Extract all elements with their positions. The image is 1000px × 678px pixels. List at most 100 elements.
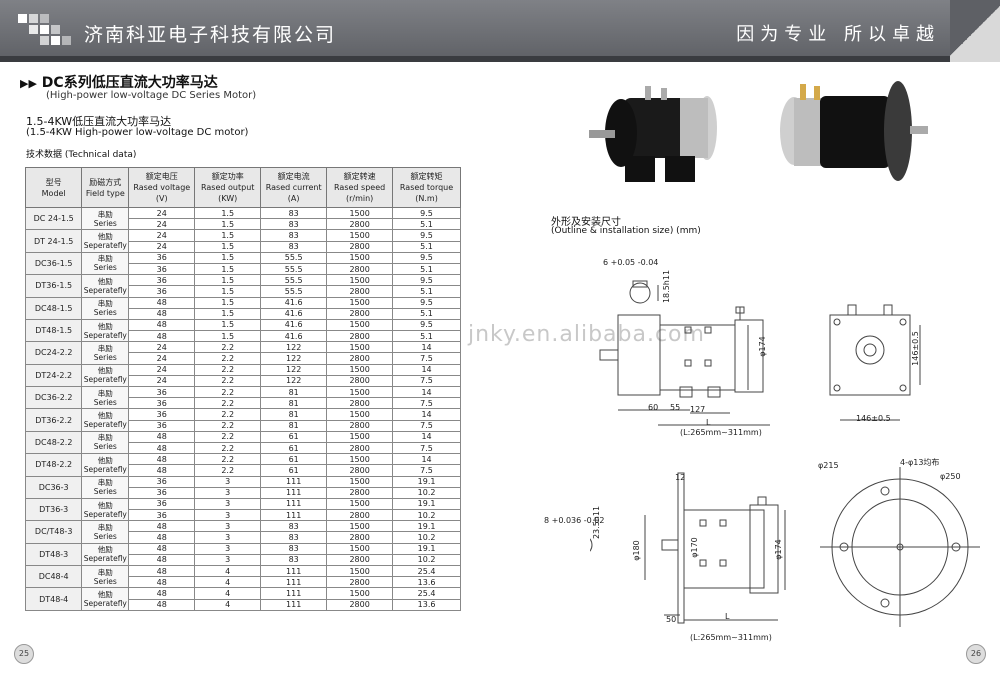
data-cell: 1500	[326, 497, 394, 511]
field-type-cn: 他励	[97, 500, 113, 510]
data-cell: 14	[392, 430, 461, 443]
data-cell: 36	[128, 397, 196, 410]
data-cell: 48	[128, 598, 196, 611]
data-cell: 48	[128, 318, 196, 332]
header-cn: 励磁方式	[89, 177, 122, 187]
data-cell: 55.5	[260, 262, 328, 276]
data-cell: 48	[128, 330, 196, 343]
field-type-cn: 他励	[97, 455, 113, 465]
header-en: Rased current	[265, 183, 322, 192]
data-cell: 111	[260, 486, 328, 499]
header-cn: 型号	[45, 177, 62, 187]
key-length: 18.5h11	[662, 269, 672, 304]
data-cell: 1.5	[194, 285, 262, 298]
data-cell: 2800	[326, 352, 394, 365]
dia-215: φ215	[818, 461, 839, 470]
data-cell: 81	[260, 419, 328, 432]
field-type-cn: 他励	[97, 276, 113, 286]
data-cell: 25.4	[392, 564, 461, 578]
header-divider	[0, 56, 1000, 62]
data-cell: 48	[128, 531, 196, 544]
data-cell: 36	[128, 497, 196, 511]
data-cell: 2800	[326, 397, 394, 410]
data-cell: 3	[194, 486, 262, 499]
data-cell: 4	[194, 598, 262, 611]
data-cell: 24	[128, 218, 196, 231]
data-cell: 48	[128, 441, 196, 455]
field-type-cn: 他励	[97, 232, 113, 242]
data-cell: 1.5	[194, 296, 262, 309]
data-cell: 2.2	[194, 464, 262, 477]
company-name: 济南科亚电子科技有限公司	[84, 24, 337, 46]
data-cell: 36	[128, 408, 196, 421]
data-cell: 61	[260, 464, 328, 477]
data-cell: 41.6	[260, 307, 328, 320]
dia-174-2: φ174	[773, 539, 783, 560]
data-cell: 19.1	[392, 542, 461, 555]
section-title-text: DC系列低压直流大功率马达	[41, 75, 218, 91]
data-cell: 2800	[326, 531, 394, 544]
field-type-cn: 串励	[97, 433, 113, 443]
model-cell: DT 24-1.5	[24, 229, 83, 253]
field-type-cn: 他励	[97, 366, 113, 376]
model-cell: DC24-2.2	[24, 341, 83, 365]
data-cell: 41.6	[260, 296, 328, 309]
data-cell: 2.2	[194, 363, 262, 376]
data-cell: 24	[128, 363, 196, 376]
field-type-en: Series	[93, 487, 117, 497]
dia-170: φ170	[689, 537, 699, 558]
field-type-en: Series	[93, 531, 117, 541]
model-cell: DT36-2.2	[24, 408, 83, 432]
page-number-right: 26	[966, 644, 986, 664]
field-type-cn: 他励	[97, 545, 113, 555]
model-cell: DC48-2.2	[24, 430, 83, 455]
data-cell: 2800	[326, 486, 394, 499]
header-en: Field type	[85, 188, 125, 198]
data-cell: 2800	[326, 419, 394, 432]
data-cell: 122	[260, 341, 328, 354]
field-type-en: Seperatefly	[83, 375, 127, 385]
data-cell: 61	[260, 441, 328, 455]
data-cell: 7.5	[392, 419, 461, 432]
data-cell: 7.5	[392, 441, 461, 455]
data-cell: 2.2	[194, 352, 262, 365]
data-cell: 2.2	[194, 408, 262, 421]
field-type-en: Seperatefly	[83, 420, 127, 430]
field-type-en: Seperatefly	[83, 599, 127, 609]
data-cell: 24	[128, 240, 196, 253]
data-cell: 83	[260, 542, 328, 555]
motor-photo-foot-mount	[589, 86, 717, 182]
data-cell: 81	[260, 385, 328, 399]
model-cell: DC 24-1.5	[24, 206, 83, 231]
data-cell: 36	[128, 486, 196, 499]
data-cell: 83	[260, 206, 328, 220]
field-type-cn: 串励	[97, 478, 113, 488]
model-cell: DC36-3	[24, 475, 83, 499]
data-cell: 4	[194, 576, 262, 589]
data-cell: 1500	[326, 542, 394, 555]
dim-L: L	[706, 418, 711, 427]
page-header: 济南科亚电子科技有限公司 因为专业 所以卓越	[0, 0, 1000, 62]
field-type-en: Series	[93, 352, 117, 362]
data-cell: 2800	[326, 330, 394, 343]
page-curl-corner	[950, 0, 1000, 62]
data-cell: 36	[128, 385, 196, 399]
field-type-en: Series	[93, 263, 117, 273]
data-cell: 24	[128, 374, 196, 388]
header-unit: (r/min)	[345, 194, 374, 203]
data-cell: 48	[128, 576, 196, 589]
